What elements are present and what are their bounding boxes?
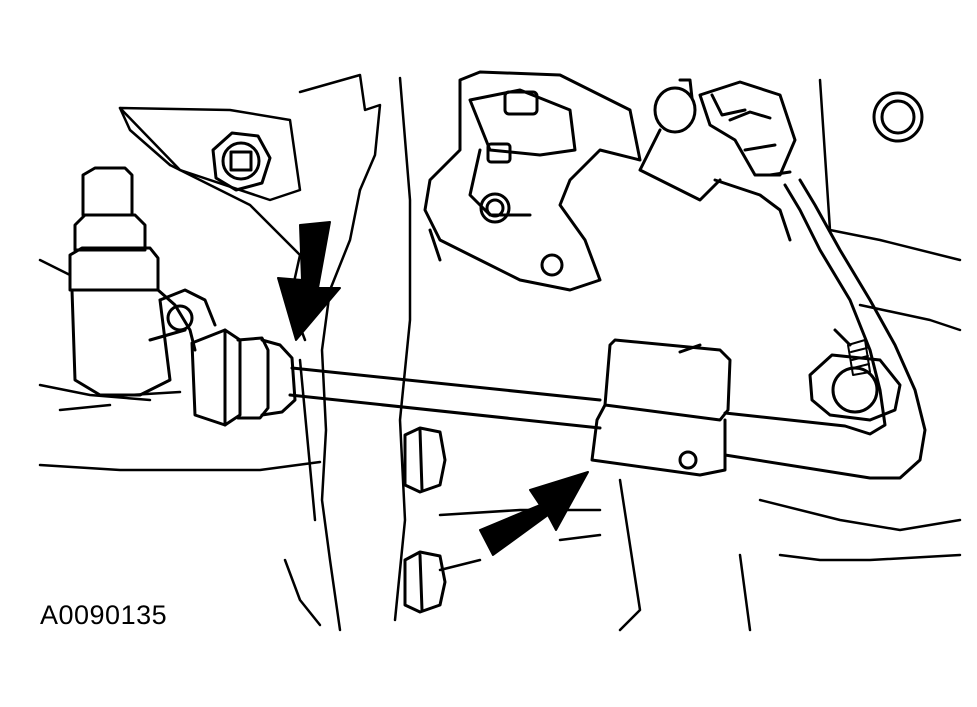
mounting-bracket bbox=[423, 70, 642, 292]
figure-id: A0090135 bbox=[40, 600, 168, 630]
brake-tube bbox=[288, 178, 927, 480]
lower-bolt-1 bbox=[403, 426, 447, 494]
casting-outlines bbox=[38, 73, 962, 632]
arrow-down-icon bbox=[277, 221, 341, 341]
tube-bracket-clip bbox=[590, 338, 732, 477]
arrow-up-right-icon bbox=[479, 471, 589, 556]
mounting-hole bbox=[872, 91, 924, 143]
hex-bolt-upper bbox=[211, 131, 272, 192]
sensor-connector bbox=[638, 78, 797, 242]
tube-fitting-nut bbox=[190, 328, 297, 427]
lower-bolt-2 bbox=[403, 550, 447, 614]
stud-nut-right bbox=[808, 328, 902, 422]
left-fitting-assembly bbox=[68, 166, 217, 397]
